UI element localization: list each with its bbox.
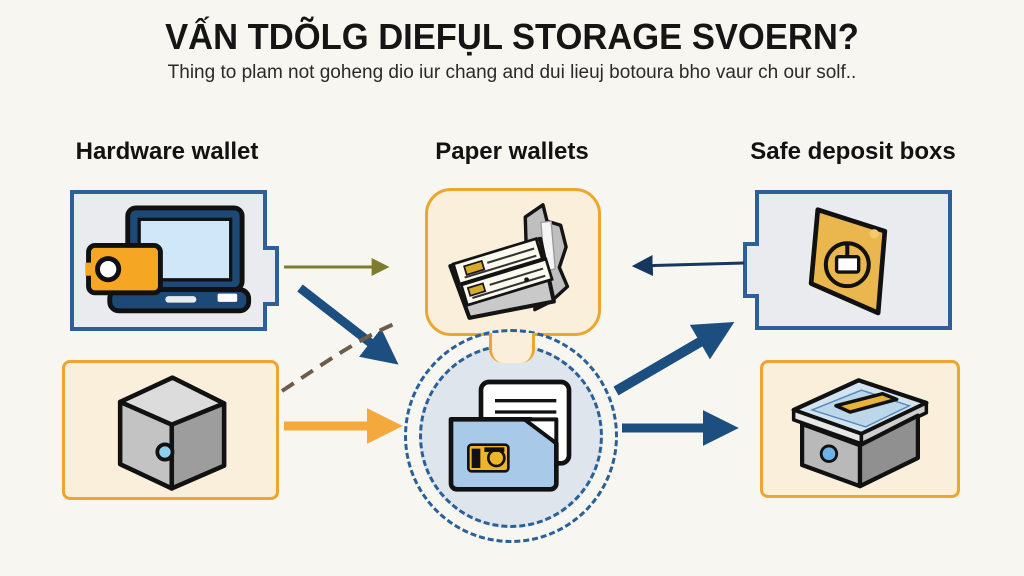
safe-cube-icon — [117, 375, 226, 491]
printer-documents-icon — [448, 203, 570, 320]
panel-paper-wallet-printer — [425, 188, 601, 336]
panel-safe-deposit-box — [760, 360, 960, 498]
dashed-line-safe-to-printer — [280, 322, 395, 393]
arrow-vault-plate-to-printer — [631, 255, 745, 277]
panel-hardware-wallet-safe — [62, 360, 279, 500]
arrow-folder-to-vault-plate — [613, 321, 735, 396]
arrow-laptop-to-folder — [297, 284, 399, 365]
panel-hardware-wallet-laptop — [70, 190, 279, 331]
camera-detail — [467, 443, 510, 473]
puzzle-tab-right — [263, 246, 279, 306]
column-header-paper-wallets: Paper wallets — [435, 138, 589, 165]
laptop-with-usb-wallet-icon — [84, 204, 251, 313]
dashed-ring-outer — [404, 329, 618, 543]
panel-paper-wallet-folder — [419, 344, 603, 528]
column-header-safe-deposit-boxes: Safe deposit boxs — [750, 138, 956, 165]
page-title: VẤN TDÕLG DIEFỤL STORAGE SVOERN? — [165, 16, 859, 57]
page-subtitle: Thing to plam not goheng dio iur chang a… — [167, 62, 857, 83]
panel-safe-deposit-vault-plate — [743, 190, 952, 330]
puzzle-tab-left — [743, 242, 759, 298]
deposit-box-icon — [791, 378, 929, 489]
column-header-hardware-wallet: Hardware wallet — [75, 138, 259, 165]
panel-connector-neck — [489, 333, 535, 363]
folder-document-icon — [448, 379, 572, 492]
vault-plate-icon — [808, 207, 887, 316]
